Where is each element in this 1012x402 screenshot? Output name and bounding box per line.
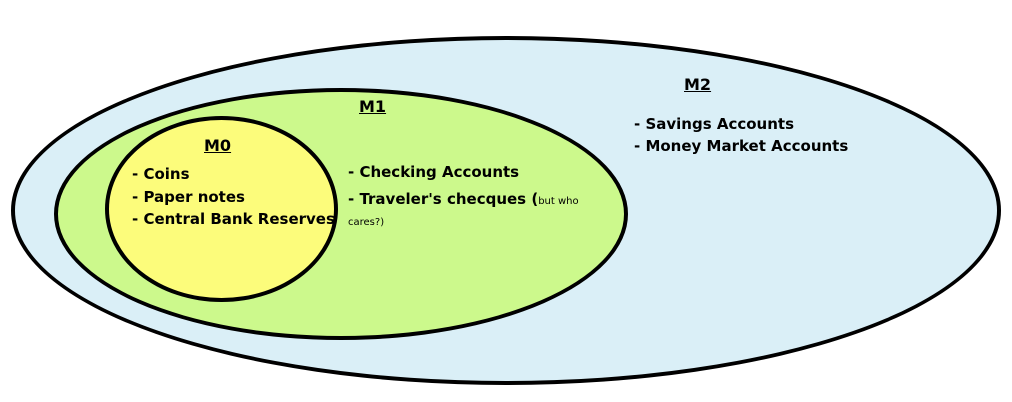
m0-item-coins: - Coins	[132, 165, 190, 183]
m2-item-money-market-accounts: - Money Market Accounts	[634, 137, 849, 155]
m0-item-central-bank-reserves: - Central Bank Reserves	[132, 210, 335, 228]
m0-item-paper-notes: - Paper notes	[132, 187, 245, 206]
m1-item-travelers-cheques: - Traveler's checques (but who cares?)	[348, 190, 583, 232]
m2-item-savings-accounts: - Savings Accounts	[634, 115, 795, 133]
m0-title: M0	[204, 136, 232, 155]
m1-item-checking-accounts: - Checking Accounts	[348, 163, 520, 181]
m2-title: M2	[684, 75, 712, 94]
m0-ellipse	[105, 116, 338, 302]
m1-title: M1	[359, 97, 387, 116]
m1-item-list: - Checking Accounts	[348, 163, 519, 185]
m0-item-list: - Coins - Paper notes - Central Bank Res…	[132, 165, 335, 233]
m2-item-list: - Savings Accounts - Money Market Accoun…	[634, 115, 848, 159]
m1-travelers-aside-text: but who cares?)	[348, 196, 579, 228]
m1-travelers-main-text: - Traveler's checques (	[348, 190, 539, 208]
